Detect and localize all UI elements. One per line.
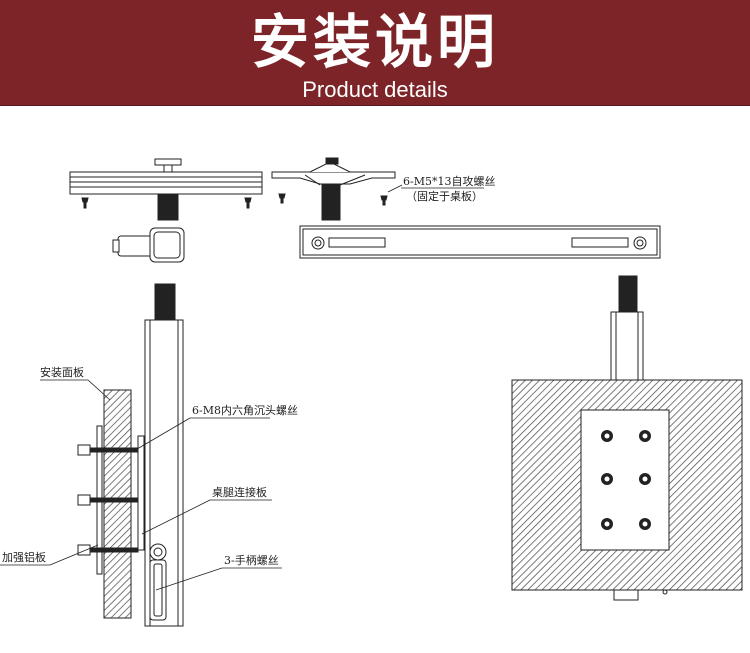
side-mount-view <box>77 283 184 627</box>
page-subtitle: Product details <box>302 77 448 102</box>
label-screw-m8: 6-M8内六角沉头螺丝 <box>192 403 298 417</box>
top-rail-assembly <box>69 158 263 263</box>
label-screw-m5-note: （固定于桌板） <box>406 189 483 203</box>
crossbar <box>299 225 661 259</box>
label-handle-screw: 3-手柄螺丝 <box>224 553 279 567</box>
label-mount-panel: 安装面板 <box>40 365 84 379</box>
page-title: 安装说明 <box>250 8 499 76</box>
label-leg-plate: 桌腿连接板 <box>212 485 267 499</box>
header-divider <box>0 105 750 106</box>
label-screw-m5: 6-M5*13自攻螺丝 <box>403 174 495 188</box>
top-mount-plate <box>271 157 403 221</box>
header-banner <box>0 0 750 105</box>
label-reinforce-plate: 加强铝板 <box>2 550 46 564</box>
leader-lines <box>0 187 484 591</box>
front-panel-view <box>511 275 743 601</box>
